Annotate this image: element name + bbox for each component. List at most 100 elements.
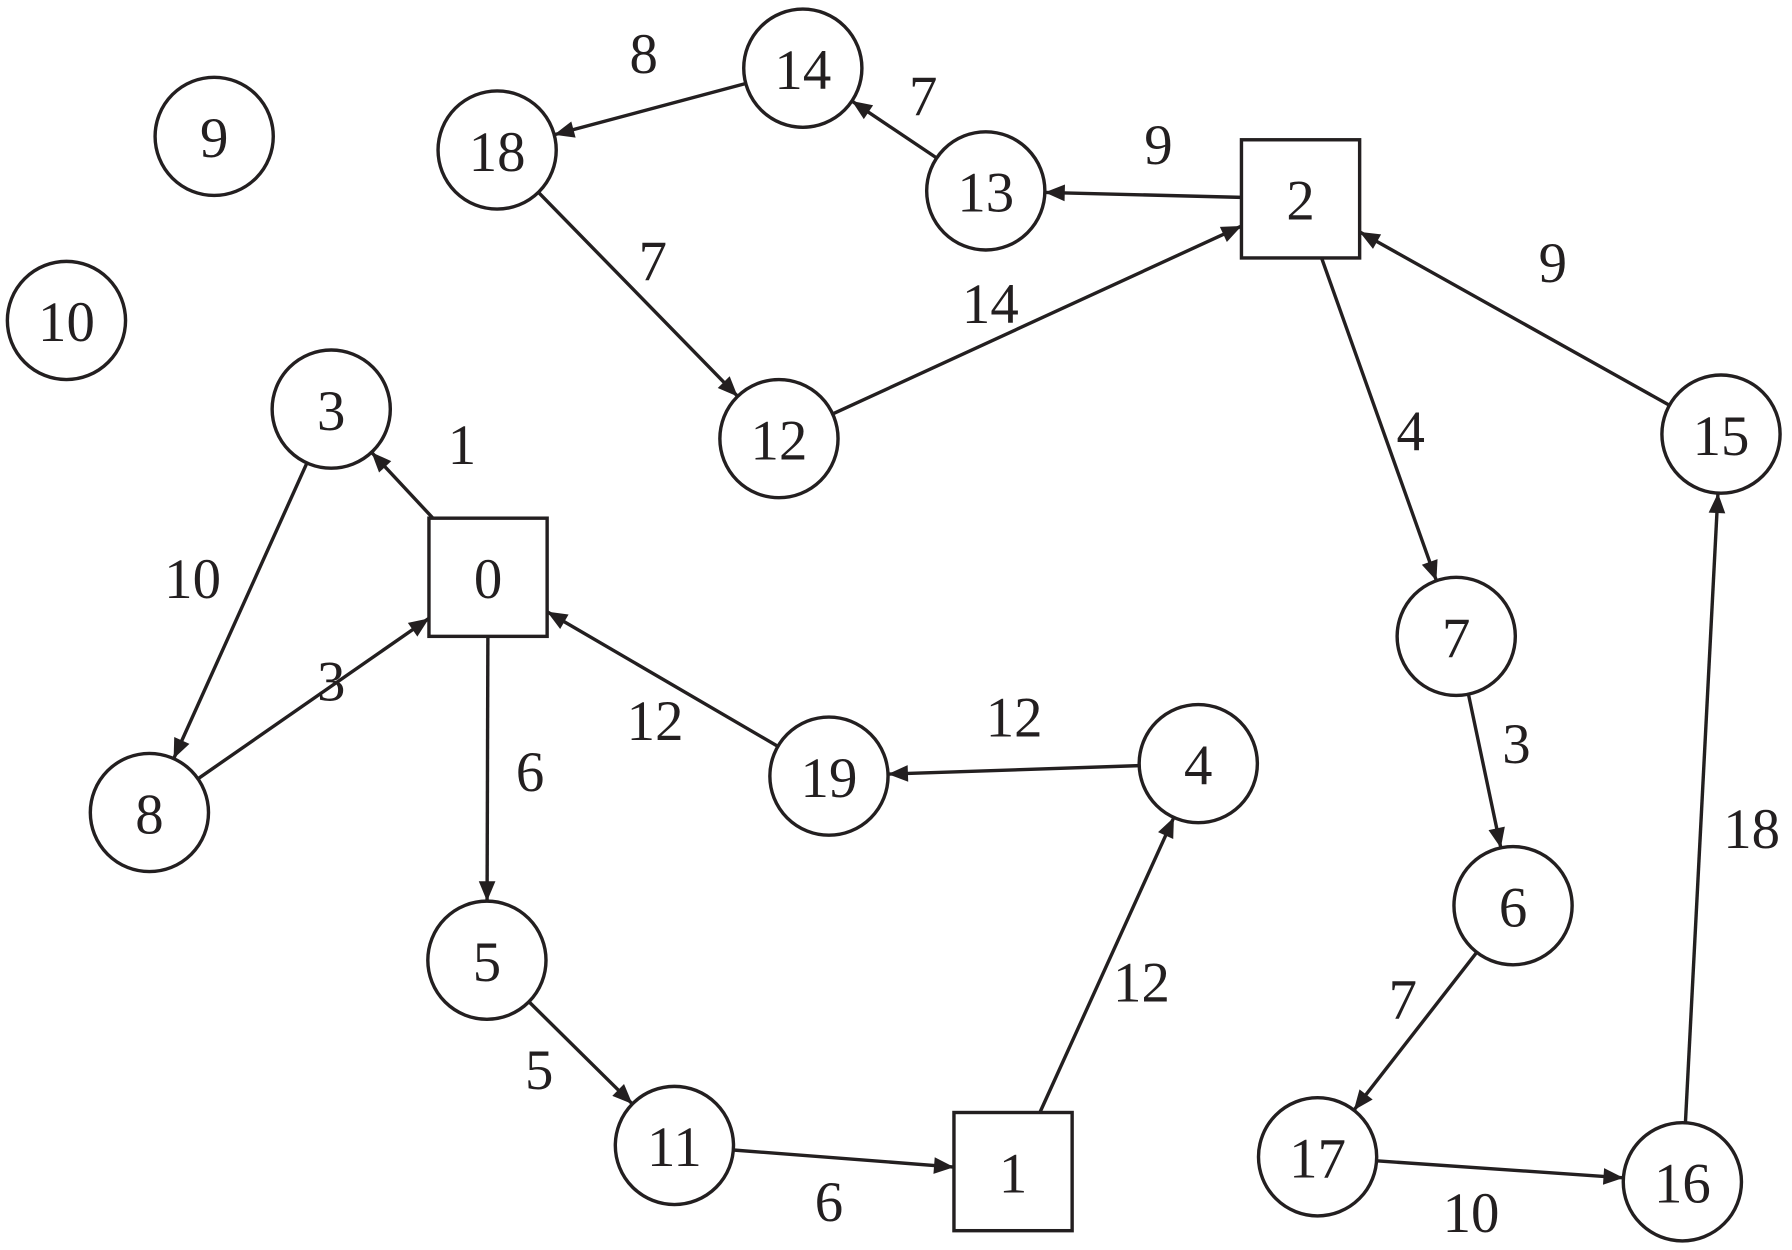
- edge-weight-label: 12: [1113, 951, 1170, 1014]
- circle-node-shape: [768, 715, 890, 837]
- circle-node-shape: [5, 259, 128, 382]
- edge-4-to-19: [887, 763, 1140, 782]
- node-16: 16: [1621, 1121, 1744, 1243]
- circle-node-shape: [1452, 844, 1574, 967]
- node-14: 14: [742, 7, 864, 129]
- edge-8-to-0: [196, 616, 430, 781]
- circle-node-shape: [153, 75, 275, 198]
- node-label: 17: [1289, 1128, 1346, 1191]
- node-label: 15: [1693, 405, 1750, 468]
- node-label: 14: [774, 39, 831, 102]
- node-10: 10: [5, 259, 128, 382]
- node-0: 0: [427, 516, 549, 639]
- circle-node-shape: [270, 348, 393, 470]
- edge-weight-label: 1: [448, 414, 476, 477]
- node-label: 8: [135, 783, 163, 846]
- node-7: 7: [1395, 575, 1518, 698]
- edge-1-to-4: [1038, 816, 1176, 1114]
- edge-12-to-2: [831, 224, 1243, 416]
- node-label: 11: [647, 1116, 702, 1179]
- edge-weight-label: 9: [1144, 114, 1172, 177]
- node-4: 4: [1137, 702, 1260, 825]
- edge-14-to-18: [553, 81, 747, 138]
- node-12: 12: [718, 377, 840, 500]
- circle-node-shape: [436, 89, 558, 211]
- circle-node-shape: [613, 1084, 736, 1207]
- node-11: 11: [613, 1084, 736, 1207]
- edge-weight-label: 9: [1539, 232, 1567, 295]
- edge-weight-label: 12: [627, 690, 684, 753]
- node-5: 5: [426, 899, 548, 1022]
- node-label: 18: [469, 121, 526, 184]
- edge-weight-label: 7: [639, 230, 667, 293]
- node-17: 17: [1256, 1096, 1379, 1218]
- node-label: 10: [38, 291, 95, 354]
- edge-weight-label: 14: [962, 273, 1019, 336]
- node-label: 13: [957, 162, 1014, 225]
- node-13: 13: [924, 130, 1047, 252]
- edge-15-to-2: [1358, 230, 1671, 407]
- node-2: 2: [1239, 138, 1362, 260]
- edge-0-to-5: [478, 636, 496, 902]
- node-label: 12: [751, 409, 808, 472]
- circle-node-shape: [742, 7, 864, 129]
- circle-node-shape: [1621, 1121, 1744, 1243]
- edge-weight-label: 10: [1443, 1182, 1500, 1245]
- node-label: 9: [200, 107, 228, 170]
- node-label: 7: [1442, 607, 1470, 670]
- edge-3-to-8: [172, 462, 309, 760]
- edge-weight-label: 7: [909, 65, 937, 128]
- circle-node-shape: [1660, 373, 1782, 495]
- edge-weight-label: 5: [525, 1039, 553, 1102]
- edge-weight-label: 7: [1389, 968, 1417, 1031]
- edge-19-to-0: [546, 610, 779, 748]
- edge-weight-label: 10: [164, 548, 221, 611]
- square-node-shape: [1239, 138, 1362, 260]
- edge-11-to-1: [733, 1148, 955, 1174]
- node-19: 19: [768, 715, 890, 837]
- edge-16-to-15: [1683, 493, 1726, 1123]
- edge-7-to-6: [1466, 693, 1505, 849]
- node-label: 5: [473, 931, 501, 994]
- edge-2-to-13: [1044, 184, 1242, 202]
- edge-17-to-16: [1376, 1159, 1624, 1185]
- node-6: 6: [1452, 844, 1574, 967]
- node-3: 3: [270, 348, 393, 470]
- circle-node-shape: [1395, 575, 1518, 698]
- square-node-shape: [427, 516, 549, 639]
- node-label: 0: [474, 548, 502, 611]
- circle-node-shape: [924, 130, 1047, 252]
- edge-0-to-3: [370, 451, 435, 520]
- node-label: 4: [1184, 734, 1212, 797]
- edge-weight-label: 6: [815, 1171, 843, 1234]
- node-1: 1: [952, 1110, 1074, 1233]
- edge-18-to-12: [537, 191, 739, 398]
- edges: [172, 81, 1726, 1185]
- edge-5-to-11: [527, 1000, 634, 1106]
- edge-weight-label: 3: [317, 650, 345, 713]
- edge-weight-label: 3: [1502, 713, 1530, 776]
- node-8: 8: [88, 751, 211, 874]
- edge-13-to-14: [850, 99, 938, 160]
- edge-weight-label: 12: [986, 687, 1043, 750]
- circle-node-shape: [718, 377, 840, 500]
- node-label: 16: [1654, 1153, 1711, 1216]
- node-label: 3: [317, 380, 345, 443]
- edge-6-to-17: [1352, 951, 1479, 1112]
- node-9: 9: [153, 75, 275, 198]
- edge-weight-label: 18: [1723, 798, 1780, 861]
- node-label: 1: [999, 1142, 1027, 1205]
- node-15: 15: [1660, 373, 1782, 495]
- edge-weight-label: 8: [630, 23, 658, 86]
- node-label: 2: [1286, 170, 1314, 233]
- circle-node-shape: [1256, 1096, 1379, 1218]
- edge-weight-label: 6: [516, 741, 544, 804]
- node-label: 19: [801, 747, 858, 810]
- circle-node-shape: [1137, 702, 1260, 825]
- node-18: 18: [436, 89, 558, 211]
- edge-2-to-7: [1319, 257, 1439, 582]
- circle-node-shape: [88, 751, 211, 874]
